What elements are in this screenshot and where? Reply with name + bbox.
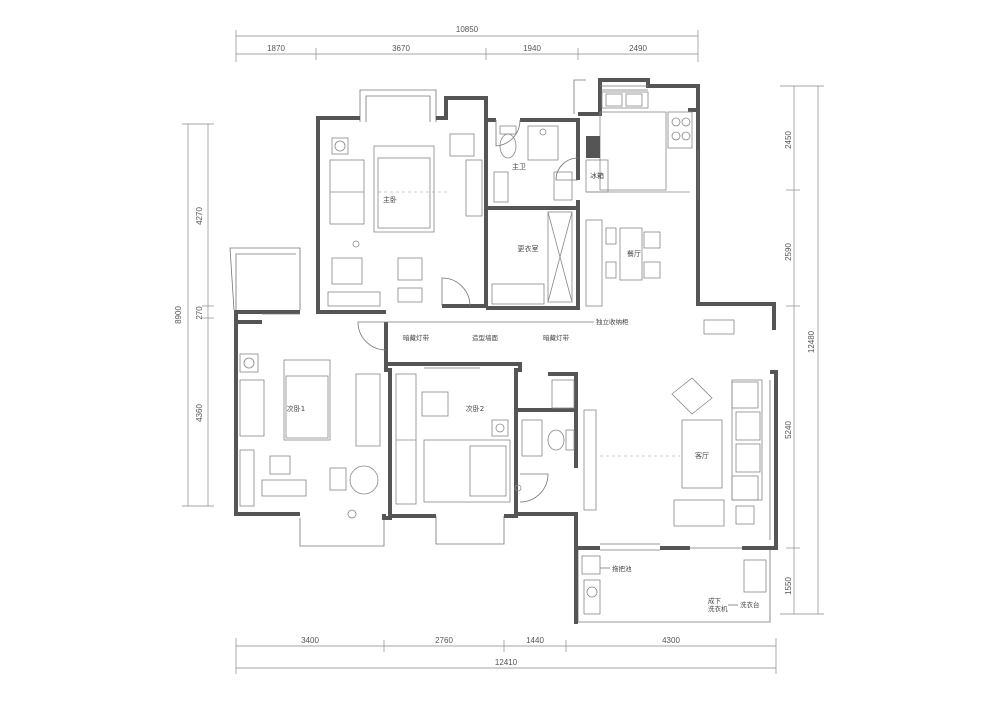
- right-dimensions: 2450 2590 5240 1550 12480: [780, 85, 824, 615]
- living-room-furniture: [583, 319, 763, 527]
- windows: [262, 85, 771, 551]
- dim-bottom-total: 12410: [495, 658, 518, 667]
- dim-right-seg-2: 2590: [784, 243, 793, 261]
- doors: [357, 119, 579, 503]
- dim-left-seg-1: 4270: [195, 207, 204, 225]
- label-master-bedroom: 主卧: [383, 195, 397, 204]
- note-shaped-ceiling: 造型墙面: [472, 333, 499, 342]
- bath2-fixtures: [521, 379, 575, 457]
- laundry-fixtures: [581, 555, 767, 615]
- top-dimensions: 10850 1870 3670 1940 2490: [235, 25, 699, 62]
- master-bath-fixtures: [493, 125, 573, 203]
- dim-bottom-seg-4: 4300: [662, 636, 680, 645]
- note-laundry-counter: 洗衣台: [740, 600, 760, 609]
- label-living: 客厅: [695, 451, 709, 460]
- bedroom2-furniture: [395, 373, 522, 505]
- label-cloakroom: 更衣室: [518, 244, 539, 253]
- note-washer-line2: 洗衣机: [708, 604, 728, 613]
- dim-right-seg-1: 2450: [784, 131, 793, 149]
- note-hidden-light-right: 暗藏灯带: [543, 333, 570, 342]
- note-storage-cabinet: 独立收纳柜: [596, 317, 629, 326]
- bedroom1-furniture: [239, 353, 381, 519]
- dim-right-seg-3: 5240: [784, 421, 793, 439]
- dim-left-seg-3: 4360: [195, 404, 204, 422]
- bottom-dimensions: 3400 2760 1440 4300 12410: [235, 636, 777, 674]
- balconies: [229, 79, 771, 623]
- dim-top-seg-1: 1870: [267, 44, 285, 53]
- label-master-bath: 主卫: [512, 162, 526, 171]
- kitchen-fixtures: [585, 91, 693, 193]
- left-dimensions: 8900 4270 270 4360: [174, 123, 214, 507]
- dim-bottom-seg-3: 1440: [526, 636, 544, 645]
- dim-left-seg-2: 270: [195, 306, 204, 320]
- dim-top-total: 10850: [456, 25, 479, 34]
- note-hidden-light-left: 暗藏灯带: [403, 333, 430, 342]
- dim-left-total: 8900: [174, 306, 183, 324]
- walls: [234, 78, 778, 624]
- dim-right-seg-4: 1550: [784, 577, 793, 595]
- room-labels: 主卧 主卫 更衣室 餐厅 次卧1 次卧2 客厅 冰箱: [287, 162, 709, 460]
- annotations: 暗藏灯带 造型墙面 暗藏灯带 独立收纳柜 拖把池 成下 洗衣机 洗衣台: [386, 317, 760, 613]
- label-fridge: 冰箱: [590, 171, 604, 180]
- cloakroom-furniture: [491, 211, 573, 305]
- label-bedroom-2: 次卧2: [466, 404, 484, 413]
- label-dining: 餐厅: [627, 249, 641, 258]
- dining-furniture: [585, 219, 661, 307]
- label-bedroom-1: 次卧1: [287, 404, 305, 413]
- dim-top-seg-3: 1940: [523, 44, 541, 53]
- dim-top-seg-4: 2490: [629, 44, 647, 53]
- dim-bottom-seg-2: 2760: [435, 636, 453, 645]
- master-bedroom-furniture: [327, 133, 483, 307]
- dim-bottom-seg-1: 3400: [301, 636, 319, 645]
- range-hood-icon: [586, 136, 600, 158]
- dim-right-total: 12480: [807, 330, 816, 353]
- note-washer-line1: 成下: [708, 596, 722, 605]
- dim-top-seg-2: 3670: [392, 44, 410, 53]
- note-mop-sink: 拖把池: [612, 564, 632, 573]
